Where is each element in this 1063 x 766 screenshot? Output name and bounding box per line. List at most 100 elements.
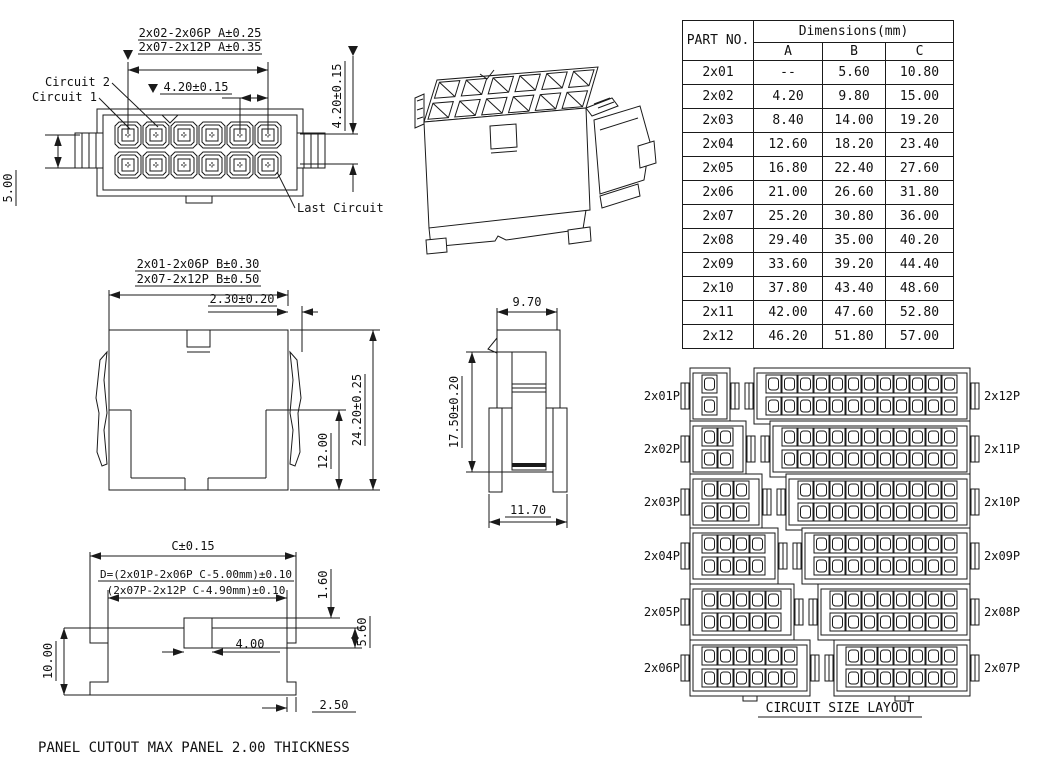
mini-cavity: [909, 612, 926, 632]
mini-cavity: [829, 396, 846, 416]
mini-cavity: [733, 590, 750, 610]
mini-cavity: [941, 590, 958, 610]
mini-cavity: [813, 427, 830, 447]
mini-cavity: [829, 590, 846, 610]
dim-cutout-height: 10.00: [41, 643, 55, 679]
dim-b-range2: 2x07-2x12P B±0.50: [137, 272, 260, 286]
mini-cavity: [861, 396, 878, 416]
mini-cavity: [925, 374, 942, 394]
mini-connector: [680, 583, 804, 646]
mini-cavity: [829, 612, 846, 632]
iso-cavity-hatch: [465, 79, 483, 95]
mini-cavity: [813, 396, 830, 416]
dim-a-range1: 2x02-2x06P A±0.25: [139, 26, 262, 40]
iso-cavity-hatch: [539, 94, 557, 110]
mini-cavity: [909, 449, 926, 469]
mini-cavity: [861, 427, 878, 447]
dim-b-range1: 2x01-2x06P B±0.30: [137, 257, 260, 271]
mini-cavity: [909, 480, 926, 500]
mini-cavity: [941, 556, 958, 576]
mini-cavity: [877, 668, 894, 688]
front-cavity: [114, 151, 142, 179]
circuit-layout-title: CIRCUIT SIZE LAYOUT: [766, 701, 915, 716]
mini-cavity: [861, 502, 878, 522]
circuit-layout-label-right: 2x08P: [984, 605, 1020, 619]
mini-cavity: [717, 668, 734, 688]
latch-right: [289, 350, 302, 467]
mini-cavity: [845, 590, 862, 610]
circuit-layout-label-right: 2x07P: [984, 661, 1020, 675]
mini-cavity: [877, 612, 894, 632]
circuit-layout-label-left: 2x06P: [644, 661, 680, 675]
circuit-layout-label-right: 2x11P: [984, 442, 1020, 456]
mini-cavity: [877, 646, 894, 666]
part-no-cell: 2x05: [682, 156, 754, 181]
mini-cavity: [941, 396, 958, 416]
mini-connector: [824, 639, 980, 702]
mini-cavity: [877, 480, 894, 500]
mini-cavity: [941, 534, 958, 554]
part-no-cell: 2x04: [682, 132, 754, 157]
mini-cavity: [861, 612, 878, 632]
dim-height-5: 5.00: [1, 174, 15, 203]
mini-cavity: [877, 502, 894, 522]
mini-cavity: [925, 427, 942, 447]
mini-cavity: [701, 668, 718, 688]
mini-cavity: [765, 396, 782, 416]
mini-cavity: [909, 374, 926, 394]
mini-cavity: [845, 646, 862, 666]
mini-cavity: [781, 396, 798, 416]
mini-connector: [680, 420, 756, 483]
mini-cavity: [877, 556, 894, 576]
mini-cavity: [925, 590, 942, 610]
mini-cavity: [765, 612, 782, 632]
mini-cavity: [941, 668, 958, 688]
mini-cavity: [893, 646, 910, 666]
dim-d-line1: D=(2x01P-2x06P C-5.00mm)±0.10: [100, 568, 292, 581]
mini-cavity: [845, 502, 862, 522]
part-no-cell: 2x07: [682, 204, 754, 229]
mini-cavity: [829, 534, 846, 554]
dim-pitch: 4.20±0.15: [163, 80, 228, 94]
mini-cavity: [893, 449, 910, 469]
mini-cavity: [861, 449, 878, 469]
mini-cavity: [925, 480, 942, 500]
mini-cavity: [829, 374, 846, 394]
mini-cavity: [909, 590, 926, 610]
mini-cavity: [797, 396, 814, 416]
mini-cavity: [813, 556, 830, 576]
mini-cavity: [893, 374, 910, 394]
mini-cavity: [701, 590, 718, 610]
mini-cavity: [717, 449, 734, 469]
mini-cavity: [909, 427, 926, 447]
mini-cavity: [925, 556, 942, 576]
mini-cavity: [797, 449, 814, 469]
mini-cavity: [829, 502, 846, 522]
mini-cavity: [925, 534, 942, 554]
dim-tab-width: 4.00: [236, 637, 265, 651]
mini-cavity: [765, 668, 782, 688]
iso-cavity-hatch: [432, 102, 449, 118]
circuit-layout-label-right: 2x09P: [984, 549, 1020, 563]
dim-a-range2: 2x07-2x12P A±0.35: [139, 40, 262, 54]
mini-cavity: [941, 480, 958, 500]
mini-cavity: [861, 590, 878, 610]
mini-cavity: [893, 427, 910, 447]
mini-cavity: [861, 646, 878, 666]
part-no-cell: 2x09: [682, 252, 754, 277]
latch-left: [95, 350, 108, 467]
mini-cavity: [733, 646, 750, 666]
mini-cavity: [845, 534, 862, 554]
mini-cavity: [717, 502, 734, 522]
mini-cavity: [717, 556, 734, 576]
dim-tab-height: 1.60: [316, 571, 330, 600]
part-no-cell: 2x08: [682, 228, 754, 253]
mini-cavity: [797, 480, 814, 500]
mini-cavity: [701, 612, 718, 632]
mini-cavity: [845, 480, 862, 500]
mini-cavity: [925, 668, 942, 688]
mini-cavity: [925, 396, 942, 416]
